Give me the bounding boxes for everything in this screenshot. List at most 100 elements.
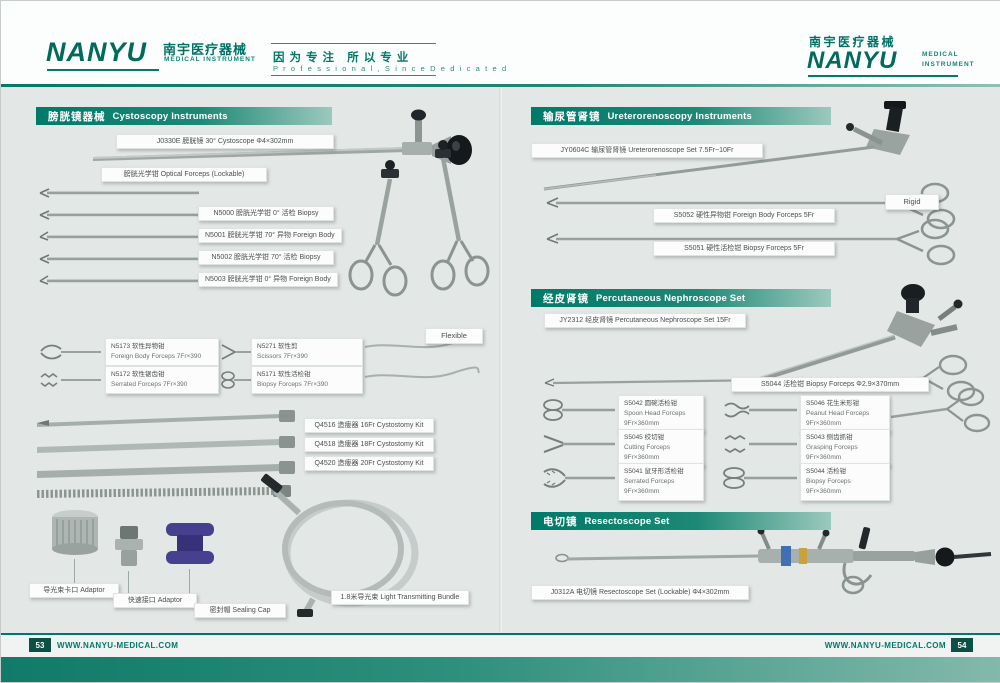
product-label-q4520: Q4520 造瘘器 20Fr Cystostomy Kit [304, 456, 434, 471]
logo-underline-left [47, 69, 159, 71]
product-code: N5173 软性异物钳 [111, 343, 165, 350]
biopsy-jaw-illustration [723, 467, 797, 489]
light-cable-adaptor-illustration [52, 510, 98, 555]
product-size: 9Fr×360mm [806, 420, 842, 428]
section-title-en: Resectoscope Set [584, 515, 670, 527]
brand-cn-left: 南宇医疗器械 [163, 42, 248, 57]
product-label-n5003: N5003 膀胱光学钳 0° 异物 Foreign Body [198, 272, 338, 287]
product-desc: Biopsy Forceps 7Fr×390 [257, 380, 328, 388]
accessory-label-quick-adaptor: 快速接口 Adaptor [113, 593, 197, 608]
section-banner-nephroscope: 经皮肾镜 Percutaneous Nephroscope Set [531, 289, 831, 307]
product-code: S5046 花生米形钳 [806, 400, 860, 407]
cystoscope-bridge-forceps-illustration [348, 140, 490, 297]
header-rule [1, 84, 1000, 87]
flexible-foreign-body-tip-illustration [40, 344, 101, 360]
product-label-s5041: S5041 鼠牙形活检钳 Serrated Forceps 9Fr×360mm [618, 463, 704, 502]
spoon-head-jaw-illustration [543, 399, 615, 421]
section-banner-resectoscope: 电切镜 Resectoscope Set [531, 512, 831, 530]
product-code: N5271 软性剪 [257, 343, 298, 350]
product-size: 9Fr×360mm [806, 488, 842, 496]
section-banner-ureterorenoscopy: 输尿管肾镜 Ureterorenoscopy Instruments [531, 107, 831, 125]
optical-forceps-rod-illustration [39, 275, 199, 285]
page-number-left: 53 [29, 638, 51, 652]
accessory-label-light-adaptor: 导光束卡口 Adaptor [29, 583, 119, 598]
section-banner-cystoscopy: 膀胱镜器械 Cystoscopy Instruments [36, 107, 332, 125]
product-label-s5045: S5045 绞切钳 Cutting Forceps 9Fr×360mm [618, 429, 704, 468]
section-title-en: Ureterorenoscopy Instruments [607, 110, 752, 122]
flexible-scissors-tip-illustration [221, 344, 251, 360]
optical-forceps-rod-illustration [39, 188, 199, 198]
product-desc: Grasping Forceps [806, 444, 858, 452]
cutting-jaw-illustration [543, 435, 615, 453]
product-code: N5172 软性锯齿钳 [111, 371, 165, 378]
rigid-tag: Rigid [885, 194, 939, 210]
product-label-s5051: S5051 硬性活检钳 Biopsy Forceps 5Fr [653, 241, 835, 256]
slogan-rule-top [271, 43, 436, 44]
product-desc: Peanut Head Forceps [806, 410, 870, 418]
product-code: S5045 绞切钳 [624, 434, 665, 441]
product-code: N5171 软性活检钳 [257, 371, 311, 378]
product-label-n5002: N5002 膀胱光学钳 70° 活检 Biopsy [198, 250, 334, 265]
product-label-jy0604c: JY0604C 输尿管肾镜 Ureterorenoscope Set 7.5Fr… [531, 143, 763, 158]
product-label-s5044-long: S5044 活检钳 Biopsy Forceps Φ2.9×370mm [731, 377, 929, 392]
ureteroscope-illustration [543, 101, 910, 191]
leader-line [74, 559, 75, 584]
footer-url-left: WWW.NANYU-MEDICAL.COM [57, 641, 179, 650]
peanut-head-jaw-illustration [724, 402, 797, 418]
product-desc: Serrated Forceps 7Fr×390 [111, 380, 188, 388]
page-number-right: 54 [951, 638, 973, 652]
grasping-jaw-illustration [724, 434, 797, 454]
serrated-jaw-illustration [543, 468, 615, 488]
product-label-n5173: N5173 软性异物钳 Foreign Body Forceps 7Fr×390 [105, 338, 219, 366]
header: NANYU 南宇医疗器械 MEDICAL INSTRUMENT 因为专注 所以专… [1, 1, 1000, 84]
section-title-cn: 输尿管肾镜 [543, 110, 601, 123]
brand-sub-left: MEDICAL INSTRUMENT [164, 56, 256, 63]
footer-url-right: WWW.NANYU-MEDICAL.COM [824, 641, 946, 650]
brand-sub2-right: INSTRUMENT [922, 61, 975, 68]
footer-strip [1, 635, 1000, 657]
optical-forceps-rod-illustration [39, 210, 199, 220]
flexible-tag: Flexible [425, 328, 483, 344]
product-label-cystoscope: J0330E 膀胱镜 30° Cystoscope Φ4×302mm [116, 134, 334, 149]
product-label-n5001: N5001 膀胱光学钳 70° 异物 Foreign Body [198, 228, 342, 243]
product-label-n5172: N5172 软性锯齿钳 Serrated Forceps 7Fr×390 [105, 366, 219, 394]
slogan-en: P r o f e s s i o n a l , S i n c e D e … [273, 64, 508, 73]
product-label-n5171: N5171 软性活检钳 Biopsy Forceps 7Fr×390 [251, 366, 363, 394]
product-label-q4516: Q4516 造瘘器 16Fr Cystostomy Kit [304, 418, 434, 433]
brand-cn-right: 南宇医疗器械 [809, 35, 897, 49]
section-title-cn: 电切镜 [543, 515, 578, 528]
product-label-jy2312: JY2312 经皮肾镜 Percutaneous Nephroscope Set… [544, 313, 746, 328]
leader-line [189, 569, 190, 604]
product-label-n5271: N5271 软性剪 Scissors 7Fr×390 [251, 338, 363, 366]
rigid-forceps-illustration [546, 182, 956, 266]
leader-line [128, 571, 129, 594]
product-code: S5041 鼠牙形活检钳 [624, 468, 684, 475]
nephroscope-illustration [754, 284, 963, 384]
optical-forceps-rod-illustration [39, 231, 199, 241]
product-desc: Serrated Forceps [624, 478, 675, 486]
optical-forceps-rod-illustration [39, 254, 199, 264]
product-label-s5044-grid: S5044 活检钳 Biopsy Forceps 9Fr×360mm [800, 463, 890, 502]
product-code: S5042 圆碗活检钳 [624, 400, 678, 407]
product-code: S5044 活检钳 [806, 468, 847, 475]
product-desc: Cutting Forceps [624, 444, 670, 452]
product-desc: Foreign Body Forceps 7Fr×390 [111, 352, 202, 360]
flexible-serrated-tip-illustration [40, 373, 101, 387]
accessory-label-sealing-cap: 密封帽 Sealing Cap [194, 603, 286, 618]
product-label-optical-forceps: 膀胱光学钳 Optical Forceps (Lockable) [101, 167, 267, 182]
footer-rule [1, 633, 1000, 635]
product-label-s5052: S5052 硬性异物钳 Foreign Body Forceps 5Fr [653, 208, 835, 223]
cystostomy-kit-illustration [36, 410, 295, 498]
flexible-biopsy-tip-illustration [221, 371, 251, 389]
section-title-cn: 膀胱镜器械 [48, 110, 106, 123]
brand-logo-left: NANYU [46, 37, 148, 67]
product-size: 9Fr×360mm [624, 488, 660, 496]
slogan-cn: 因为专注 所以专业 [273, 52, 414, 64]
sealing-cap-illustration [166, 523, 214, 564]
product-size: 9Fr×360mm [624, 454, 660, 462]
product-code: S5043 侧齿抓钳 [806, 434, 853, 441]
page-divider [499, 87, 502, 633]
product-label-j0312a: J0312A 电切镜 Resectoscope Set (Lockable) Φ… [531, 585, 749, 600]
product-desc: Spoon Head Forceps [624, 410, 686, 418]
